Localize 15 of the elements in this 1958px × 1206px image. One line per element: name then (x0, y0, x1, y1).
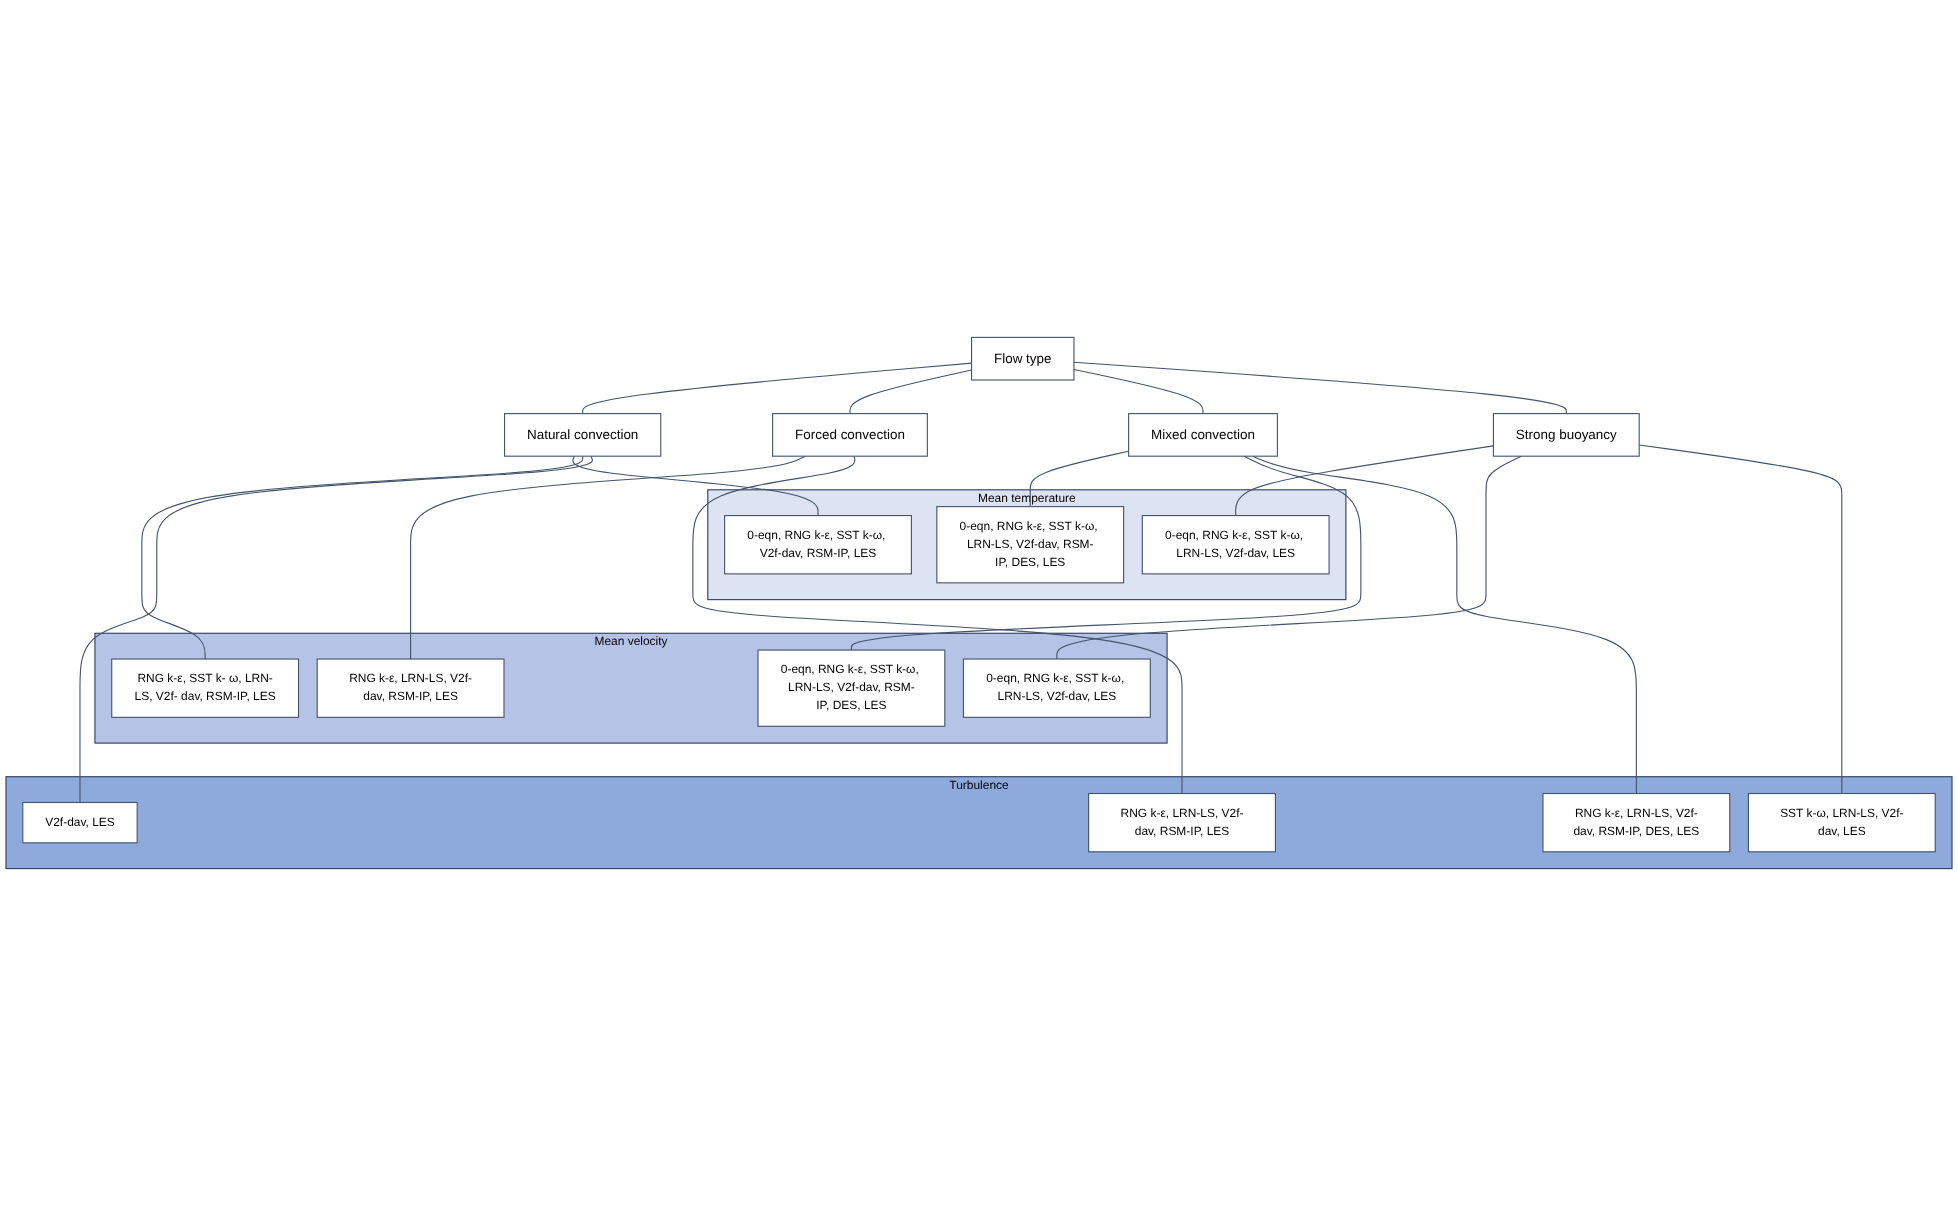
connector (1073, 368, 1204, 415)
connector (1073, 361, 1567, 415)
connector (582, 362, 973, 415)
connector (1029, 450, 1130, 508)
connector (1056, 455, 1522, 660)
connector (79, 455, 593, 804)
connector (692, 455, 1183, 795)
connector (1638, 444, 1843, 795)
connector (572, 455, 819, 517)
connector (141, 455, 584, 660)
connector (1235, 445, 1494, 517)
connector (850, 455, 1362, 651)
connector (849, 369, 973, 415)
connector (1251, 455, 1637, 795)
connector (410, 455, 807, 660)
